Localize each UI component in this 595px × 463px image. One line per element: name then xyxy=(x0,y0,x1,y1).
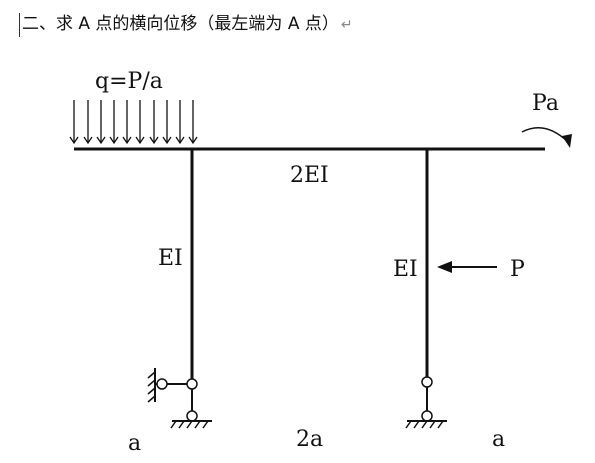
moment-arc xyxy=(521,127,569,143)
moment-arrow-head xyxy=(562,134,572,148)
left-column-stiffness-label: EI xyxy=(158,246,183,271)
left-support xyxy=(147,368,212,429)
force-label: P xyxy=(510,257,525,282)
distributed-load-arrows xyxy=(69,100,198,145)
moment-label: Pa xyxy=(532,91,559,116)
text-cursor xyxy=(19,13,20,37)
span-right-label: a xyxy=(492,427,505,452)
problem-title-text: 二、求 A 点的横向位移（最左端为 A 点） xyxy=(22,14,339,34)
beam-stiffness-label: 2EI xyxy=(290,163,329,188)
force-arrow-head xyxy=(437,261,452,273)
right-column-stiffness-label: EI xyxy=(393,257,418,282)
span-middle-label: 2a xyxy=(296,427,323,452)
problem-title: 二、求 A 点的横向位移（最左端为 A 点）↵ xyxy=(22,14,353,35)
span-left-label: a xyxy=(128,431,141,456)
load-label: q=P/a xyxy=(95,69,163,94)
return-mark: ↵ xyxy=(340,17,353,33)
right-support xyxy=(405,376,447,429)
